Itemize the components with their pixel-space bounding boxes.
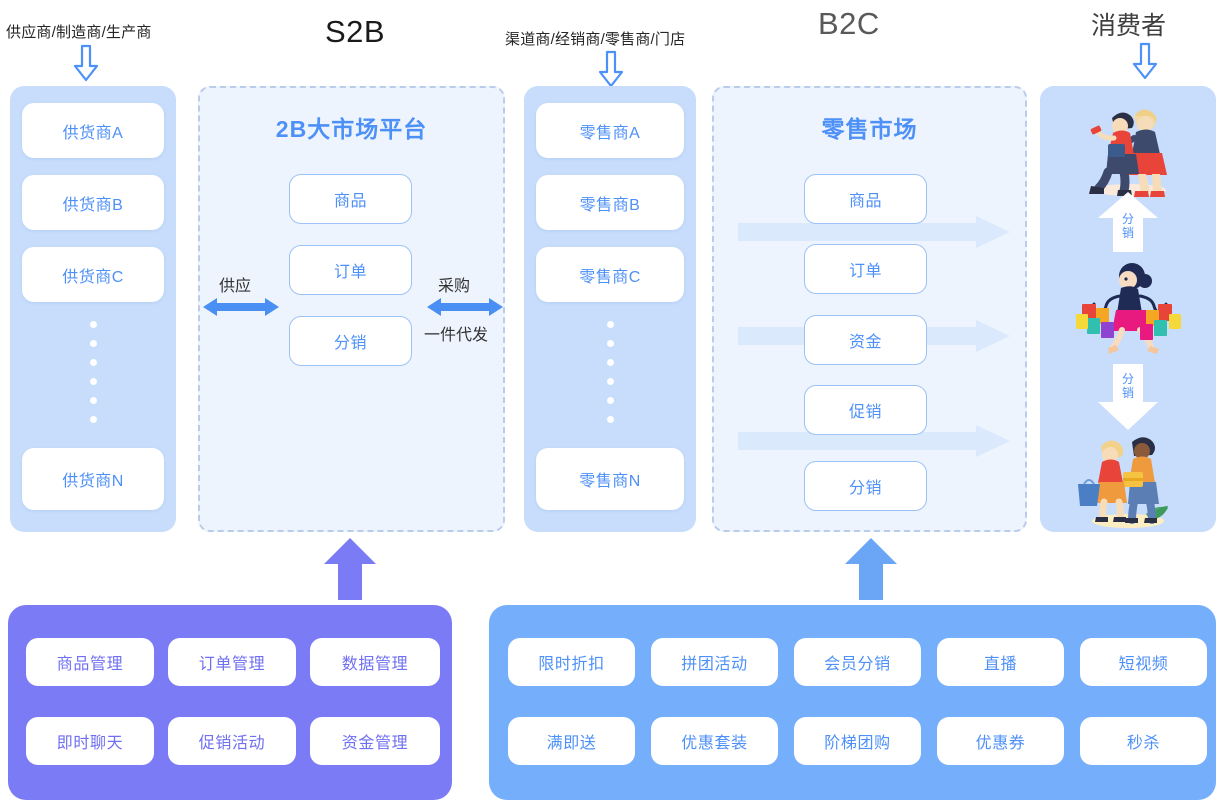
marketing-chip-live-streaming[interactable]: 直播 (937, 638, 1064, 686)
consumer-down-arrow-icon (1132, 42, 1158, 80)
consumer-header-label: 消费者 (1091, 12, 1167, 40)
distribution-arrow-down-label-wrap: 分销 (1095, 362, 1161, 432)
supplier-item-n[interactable]: 供货商N (22, 448, 164, 510)
platform-module-goods[interactable]: 商品 (289, 174, 412, 224)
marketing-chip-coupon[interactable]: 优惠券 (937, 717, 1064, 765)
retail-market-panel: 零售市场 商品 订单 资金 促销 分销 (712, 86, 1027, 532)
supplier-column: 供货商A 供货商B 供货商C 供货商N (10, 86, 176, 532)
platform-feature-panel: 商品管理 订单管理 数据管理 即时聊天 促销活动 资金管理 (8, 605, 452, 800)
supply-flow-label: 供应 (219, 278, 252, 295)
marketing-feature-panel: 限时折扣 拼团活动 会员分销 直播 短视频 满即送 优惠套装 阶梯团购 优惠券 … (489, 605, 1216, 800)
retailer-ellipsis-dots (524, 321, 696, 435)
retailer-item-c[interactable]: 零售商C (536, 247, 684, 302)
marketing-chip-discount-bundle[interactable]: 优惠套装 (651, 717, 778, 765)
channel-down-arrow-icon (598, 50, 624, 88)
marketing-chip-limited-discount[interactable]: 限时折扣 (508, 638, 635, 686)
distribution-arrow-up-label-wrap: 分销 (1095, 190, 1161, 254)
purchase-double-arrow-icon (427, 298, 503, 316)
feature-chip-instant-chat[interactable]: 即时聊天 (26, 717, 154, 765)
supplier-ellipsis-dots (10, 321, 176, 435)
feature-chip-funds-management[interactable]: 资金管理 (310, 717, 440, 765)
two-people-walking-illustration (1089, 109, 1167, 197)
distribution-arrow-up-label-line1: 分销 (1121, 212, 1134, 240)
woman-with-shopping-bags-illustration (1076, 263, 1181, 354)
retail-module-order[interactable]: 订单 (804, 244, 927, 294)
platform-module-distribution[interactable]: 分销 (289, 316, 412, 366)
retail-module-promotion[interactable]: 促销 (804, 385, 927, 435)
retail-market-title: 零售市场 (821, 116, 918, 142)
marketing-chip-member-distribution[interactable]: 会员分销 (794, 638, 921, 686)
retail-market-up-arrow-icon (845, 538, 897, 600)
distribution-arrow-down-label-line1: 分销 (1121, 372, 1134, 400)
retailer-item-n[interactable]: 零售商N (536, 448, 684, 510)
platform-title: 2B大市场平台 (275, 116, 428, 142)
retailer-item-a[interactable]: 零售商A (536, 103, 684, 158)
s2b-header-label: S2B (325, 14, 386, 49)
two-shoppers-illustration (1078, 437, 1168, 528)
feature-chip-goods-management[interactable]: 商品管理 (26, 638, 154, 686)
retail-module-funds[interactable]: 资金 (804, 315, 927, 365)
supplier-down-arrow-icon (73, 44, 99, 82)
retail-flow-arrow-1-icon (738, 216, 1010, 248)
retailer-column: 零售商A 零售商B 零售商C 零售商N (524, 86, 696, 532)
retail-module-goods[interactable]: 商品 (804, 174, 927, 224)
supplier-item-a[interactable]: 供货商A (22, 103, 164, 158)
distribution-arrow-up-icon (1098, 192, 1158, 252)
consumer-column: 分销 (1040, 86, 1216, 532)
dropship-flow-label: 一件代发 (424, 327, 489, 344)
marketing-chip-short-video[interactable]: 短视频 (1080, 638, 1207, 686)
marketing-chip-group-buy-activity[interactable]: 拼团活动 (651, 638, 778, 686)
supplier-item-b[interactable]: 供货商B (22, 175, 164, 230)
channel-header-label: 渠道商/经销商/零售商/门店 (505, 31, 686, 48)
feature-chip-promotion-activity[interactable]: 促销活动 (168, 717, 296, 765)
retailer-item-b[interactable]: 零售商B (536, 175, 684, 230)
platform-module-order[interactable]: 订单 (289, 245, 412, 295)
platform-up-arrow-icon (324, 538, 376, 600)
retail-module-distribution[interactable]: 分销 (804, 461, 927, 511)
marketing-chip-tiered-group-buy[interactable]: 阶梯团购 (794, 717, 921, 765)
b2c-header-label: B2C (818, 6, 880, 41)
feature-chip-data-management[interactable]: 数据管理 (310, 638, 440, 686)
marketing-chip-flash-sale[interactable]: 秒杀 (1080, 717, 1207, 765)
supply-double-arrow-icon (203, 298, 279, 316)
feature-chip-order-management[interactable]: 订单管理 (168, 638, 296, 686)
marketing-chip-full-gift[interactable]: 满即送 (508, 717, 635, 765)
supplier-header-label: 供应商/制造商/生产商 (6, 24, 152, 41)
supplier-item-c[interactable]: 供货商C (22, 247, 164, 302)
purchase-flow-label: 采购 (438, 278, 471, 295)
retail-flow-arrow-3-icon (738, 425, 1010, 457)
distribution-arrow-down-icon (1098, 364, 1158, 430)
